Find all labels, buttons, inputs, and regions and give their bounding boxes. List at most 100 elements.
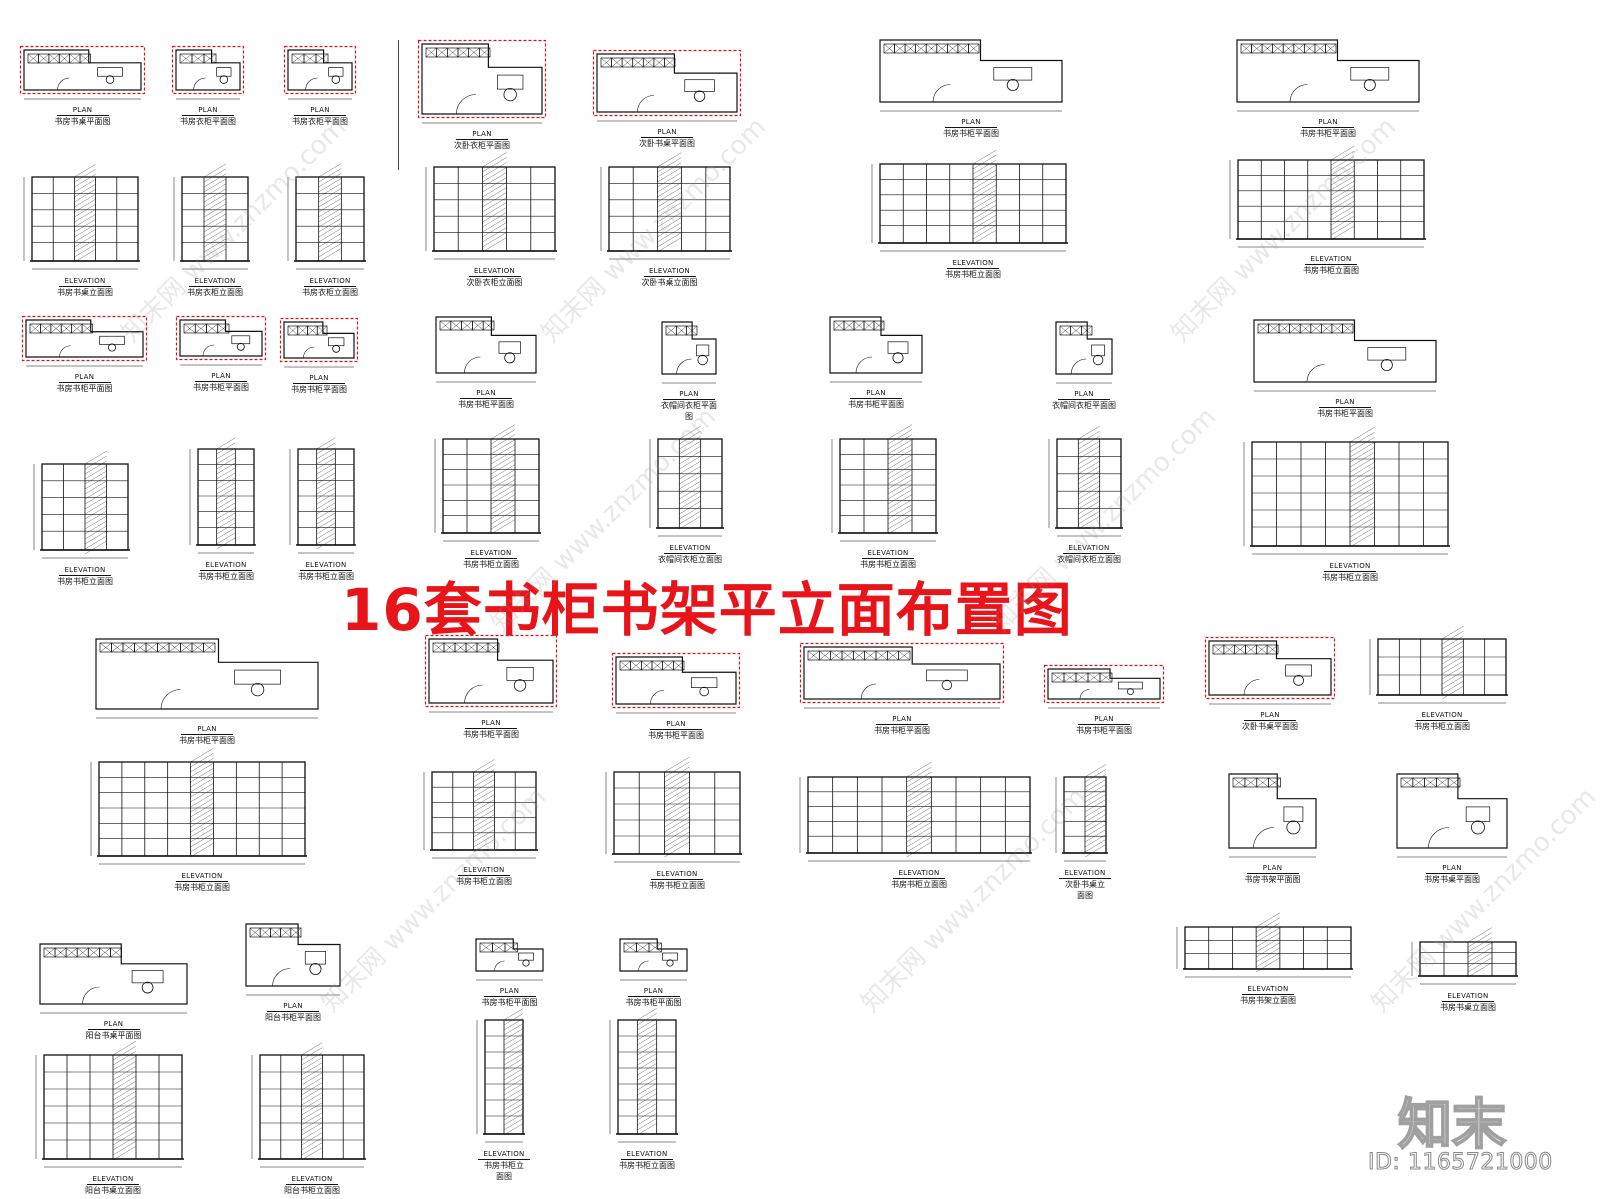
drawing-title: 书房书柜平面图 bbox=[648, 731, 704, 740]
cabinet-elevation-graphic bbox=[173, 163, 250, 270]
drawing-title: 书房书柜立面图 bbox=[619, 1161, 675, 1170]
caption-underline bbox=[181, 734, 233, 735]
caption-underline bbox=[663, 399, 715, 400]
caption-underline bbox=[286, 1184, 338, 1185]
watermark-logo: 知末 bbox=[1397, 1092, 1507, 1157]
drawing-type-label: PLAN bbox=[892, 715, 912, 723]
caption-underline bbox=[176, 881, 228, 882]
drawing-type-label: ELEVATION bbox=[656, 870, 698, 878]
caption-underline bbox=[56, 115, 109, 116]
drawing-type-label: PLAN bbox=[72, 106, 93, 114]
elevation-drawing: ELEVATION 书房书桌立面图 bbox=[1411, 927, 1518, 1014]
caption-underline bbox=[458, 875, 510, 876]
cabinet-elevation-graphic bbox=[33, 450, 130, 559]
drawing-title: 阳台书桌立面图 bbox=[85, 1186, 141, 1195]
drawing-title: 书房书架平面图 bbox=[1244, 875, 1301, 884]
floor-plan-graphic bbox=[424, 634, 558, 713]
caption-underline bbox=[478, 1159, 530, 1160]
drawing-title: 阳台书柜立面图 bbox=[284, 1186, 340, 1195]
cabinet-elevation-graphic bbox=[1243, 427, 1450, 555]
cabinet-elevation-graphic bbox=[476, 1008, 525, 1143]
floor-plan-graphic bbox=[1055, 321, 1113, 384]
cabinet-elevation-graphic bbox=[609, 1008, 678, 1143]
caption-underline bbox=[465, 728, 517, 729]
drawing-title: 书房书柜立面图 bbox=[463, 560, 519, 569]
cabinet-elevation-graphic bbox=[423, 759, 538, 859]
drawing-title: 书房书柜平面图 bbox=[56, 384, 113, 393]
caption-underline bbox=[1319, 407, 1371, 408]
drawing-title: 书房书柜立面图 bbox=[649, 881, 705, 890]
drawing-title: 书房书桌平面图 bbox=[54, 117, 111, 126]
drawing-type-label: PLAN bbox=[283, 1002, 303, 1010]
drawing-type-label: ELEVATION bbox=[470, 549, 512, 557]
caption-underline bbox=[621, 1159, 673, 1160]
drawing-type-label: PLAN bbox=[1262, 864, 1283, 872]
caption-underline bbox=[947, 268, 999, 269]
drawing-type-label: ELEVATION bbox=[1329, 562, 1371, 570]
elevation-drawing: ELEVATION 书房书柜立面图 bbox=[605, 756, 742, 892]
drawing-type-label: PLAN bbox=[198, 106, 218, 114]
drawing-title: 书房书柜立面图 bbox=[484, 1161, 524, 1181]
drawing-title: 衣帽间衣柜立面图 bbox=[658, 555, 722, 564]
drawing-title: 次卧衣柜平面图 bbox=[454, 141, 510, 150]
floor-plan-graphic bbox=[95, 638, 319, 719]
drawing-title: 书房书柜平面图 bbox=[481, 998, 538, 1007]
drawing-title: 书房书柜平面图 bbox=[458, 400, 514, 409]
drawing-type-label: ELEVATION bbox=[64, 277, 106, 285]
drawing-title: 书房书柜平面图 bbox=[463, 730, 519, 739]
caption-underline bbox=[468, 276, 521, 277]
floor-plan-graphic bbox=[1396, 773, 1508, 858]
drawing-type-label: ELEVATION bbox=[309, 277, 351, 285]
drawing-title: 书房书柜平面图 bbox=[874, 726, 930, 735]
caption-underline bbox=[650, 729, 702, 730]
drawing-type-label: ELEVATION bbox=[64, 566, 106, 574]
drawing-type-label: ELEVATION bbox=[463, 866, 505, 874]
caption-underline bbox=[876, 724, 928, 725]
floor-plan-graphic bbox=[19, 45, 146, 100]
floor-plan-graphic bbox=[879, 39, 1063, 112]
drawing-title: 衣帽间衣柜平面图 bbox=[661, 401, 717, 421]
drawing-type-label: ELEVATION bbox=[1247, 985, 1289, 993]
drawing-title: 书房书桌立面图 bbox=[1440, 1003, 1496, 1012]
drawing-type-label: ELEVATION bbox=[305, 561, 347, 569]
drawing-type-label: ELEVATION bbox=[181, 872, 223, 880]
cabinet-elevation-graphic bbox=[649, 426, 724, 537]
cabinet-elevation-graphic bbox=[425, 152, 557, 260]
caption-underline bbox=[195, 381, 247, 382]
floor-plan-graphic bbox=[829, 316, 923, 383]
caption-underline bbox=[850, 398, 902, 399]
caption-underline bbox=[182, 115, 234, 116]
caption-underline bbox=[59, 286, 111, 287]
drawing-type-label: ELEVATION bbox=[648, 267, 691, 275]
drawing-type-label: PLAN bbox=[961, 118, 981, 126]
drawing-title: 书房书柜平面图 bbox=[193, 383, 249, 392]
drawing-title: 书房书柜立面图 bbox=[1414, 722, 1470, 731]
caption-underline bbox=[300, 570, 352, 571]
drawing-title: 书房书柜平面图 bbox=[179, 736, 235, 745]
caption-underline bbox=[293, 383, 345, 384]
drawing-type-label: ELEVATION bbox=[1064, 869, 1106, 877]
floor-plan-graphic bbox=[592, 49, 742, 122]
drawing-type-label: ELEVATION bbox=[1447, 992, 1489, 1000]
drawing-type-label: PLAN bbox=[643, 987, 664, 995]
floor-plan-graphic bbox=[619, 938, 688, 981]
drawing-title: 书房书柜平面图 bbox=[291, 385, 347, 394]
caption-underline bbox=[87, 1184, 139, 1185]
caption-underline bbox=[893, 878, 945, 879]
drawing-type-label: ELEVATION bbox=[1068, 544, 1110, 552]
